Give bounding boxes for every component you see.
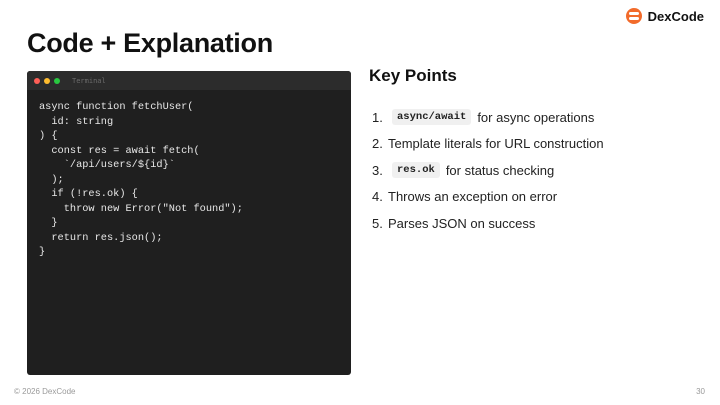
key-point-2: 2. Template literals for URL constructio… xyxy=(372,131,604,158)
point-text: Throws an exception on error xyxy=(388,189,558,205)
code-line: async function fetchUser( xyxy=(39,101,194,113)
brand-logo: DexCode xyxy=(625,8,704,24)
code-line: ) { xyxy=(39,130,58,142)
point-number: 5. xyxy=(372,215,383,231)
point-text: Parses JSON on success xyxy=(388,215,536,231)
point-text: for status checking xyxy=(445,162,555,178)
point-number: 3. xyxy=(372,162,383,178)
point-number: 2. xyxy=(372,136,383,152)
point-text: for async operations xyxy=(477,109,595,125)
point-text: Template literals for URL construction xyxy=(388,136,604,152)
slide-title: Code + Explanation xyxy=(27,28,273,58)
code-line: if (!res.ok) { xyxy=(39,188,138,200)
code-line: throw new Error("Not found"); xyxy=(39,202,243,215)
code-line: return res.json(); xyxy=(39,231,163,244)
code-line: } xyxy=(39,217,58,229)
code-line: `/api/users/${id}` xyxy=(39,159,175,171)
terminal-title-bar: Terminal xyxy=(27,71,351,90)
key-points-title: Key Points xyxy=(369,66,457,85)
code-line: const res = await fetch( xyxy=(39,144,200,157)
inline-code: async/await xyxy=(392,109,472,126)
inline-code: res.ok xyxy=(392,162,440,179)
key-point-5: 5. Parses JSON on success xyxy=(372,210,604,237)
minimize-dot-icon xyxy=(44,77,50,84)
brand-name: DexCode xyxy=(647,8,704,24)
point-number: 4. xyxy=(372,189,383,205)
code-block: async function fetchUser( id: string) { … xyxy=(27,90,351,260)
code-line: ); xyxy=(39,173,64,186)
page-number: 30 xyxy=(696,387,705,396)
terminal-window: Terminal async function fetchUser( id: s… xyxy=(27,71,351,375)
code-line: } xyxy=(39,246,46,258)
key-point-3: 3. res.ok for status checking xyxy=(372,157,604,184)
terminal-title: Terminal xyxy=(72,76,106,85)
dexcode-logo-icon xyxy=(625,8,642,24)
key-point-1: 1. async/await for async operations xyxy=(372,104,604,131)
key-points-list: 1. async/await for async operations 2. T… xyxy=(372,104,604,237)
maximize-dot-icon xyxy=(54,77,60,84)
point-number: 1. xyxy=(372,109,383,125)
close-dot-icon xyxy=(34,77,40,84)
code-line: id: string xyxy=(39,115,114,128)
key-point-4: 4. Throws an exception on error xyxy=(372,184,604,211)
footer-copyright: © 2026 DexCode xyxy=(14,387,76,396)
